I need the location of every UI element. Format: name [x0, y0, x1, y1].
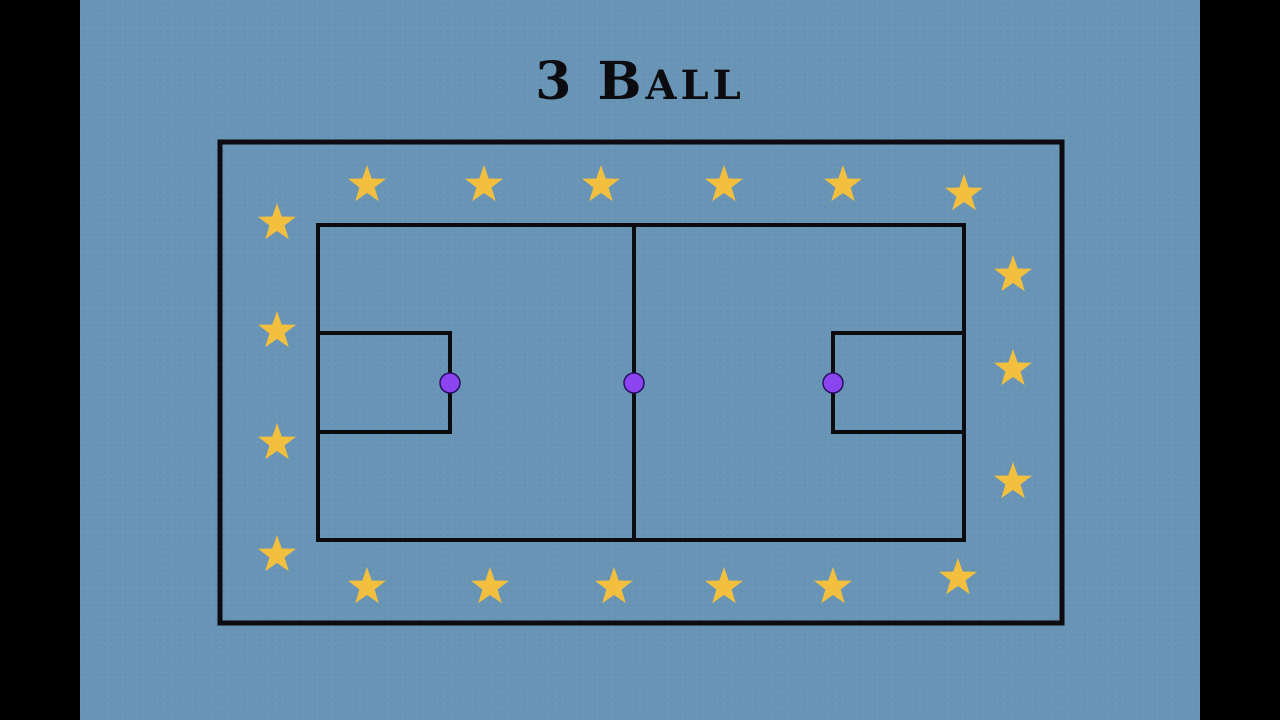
page-title: 3 BALL: [0, 52, 1280, 116]
center-ball-icon: [623, 372, 645, 394]
star-icon: [994, 462, 1032, 499]
right-ball-icon: [822, 372, 844, 394]
star-icon: [945, 174, 983, 211]
star-icon: [814, 567, 852, 604]
left-ball-icon: [439, 372, 461, 394]
star-icon: [348, 567, 386, 604]
right-goal-box: [831, 331, 964, 434]
star-icon: [348, 165, 386, 202]
star-icon: [258, 423, 296, 460]
star-icon: [471, 567, 509, 604]
star-icon: [705, 567, 743, 604]
star-icon: [994, 349, 1032, 386]
star-icon: [705, 165, 743, 202]
star-icon: [595, 567, 633, 604]
left-pillarbox: [0, 0, 80, 720]
star-icon: [994, 255, 1032, 292]
star-icon: [258, 535, 296, 572]
balls: [439, 372, 844, 394]
star-icon: [824, 165, 862, 202]
star-markers: [258, 165, 1032, 604]
star-icon: [258, 203, 296, 240]
star-icon: [582, 165, 620, 202]
star-icon: [258, 311, 296, 348]
title-initial: B: [597, 51, 646, 112]
title-rest: ALL: [645, 62, 745, 109]
outer-boundary: [217, 139, 1065, 626]
star-icon: [465, 165, 503, 202]
right-pillarbox: [1200, 0, 1280, 720]
court-boundary: [316, 223, 966, 542]
star-icon: [939, 558, 977, 595]
title-number: 3: [535, 51, 576, 112]
left-goal-box: [318, 331, 452, 434]
